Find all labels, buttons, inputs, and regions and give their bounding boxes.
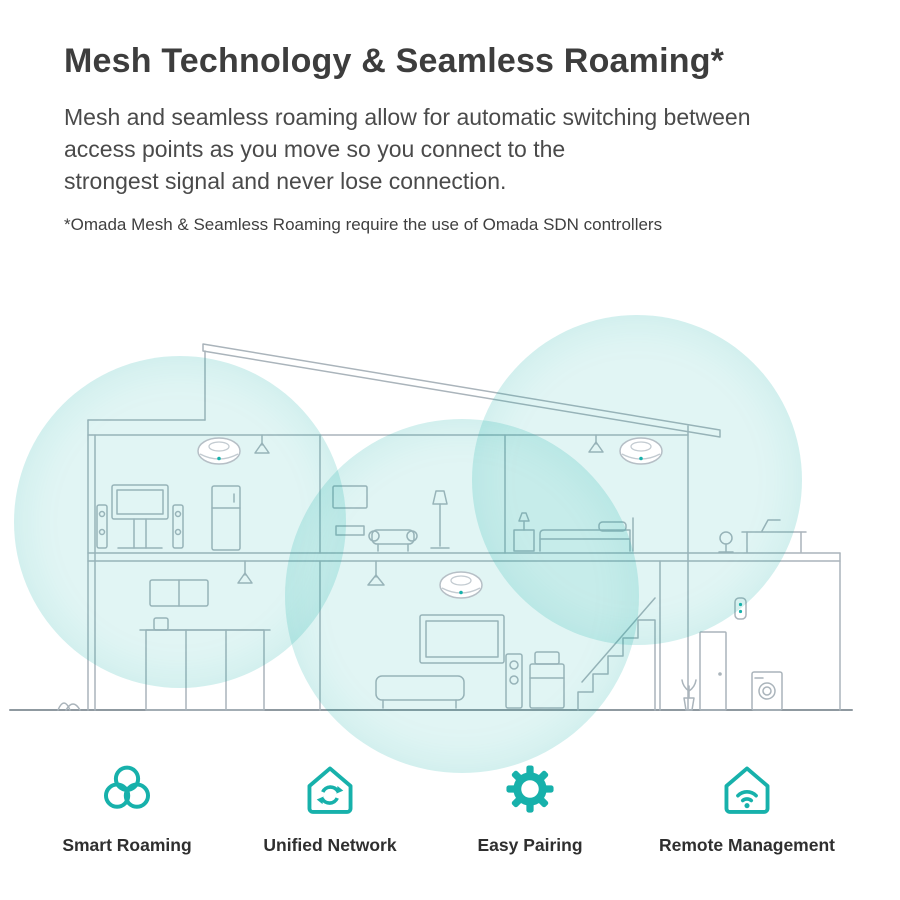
access-point-upper-left: [195, 434, 243, 470]
floor-lamp: [430, 490, 450, 549]
kitchen: [139, 560, 271, 711]
coverage-circle-right: [472, 315, 802, 645]
section-header: Mesh Technology & Seamless Roaming* Mesh…: [64, 42, 854, 235]
description-line: strongest signal and never lose connecti…: [64, 168, 507, 194]
washing-machine: [751, 671, 783, 711]
page-title: Mesh Technology & Seamless Roaming*: [64, 42, 725, 80]
description-line: access points as you move so you connect…: [64, 136, 566, 162]
house-coverage-diagram: [0, 280, 900, 780]
desk-and-chair: [718, 519, 807, 553]
access-point-lower-middle: [437, 568, 485, 604]
access-point-icon: [439, 571, 483, 599]
walls-and-floors: [87, 419, 841, 711]
pendant-lamp: [254, 434, 270, 454]
feature-unified-network: Unified Network: [220, 760, 440, 856]
tv-and-speakers: [96, 484, 184, 549]
fridge: [211, 485, 241, 551]
living-room: [367, 560, 565, 709]
access-point-icon: [619, 437, 663, 465]
armchair: [368, 529, 418, 552]
feature-label: Easy Pairing: [477, 835, 583, 855]
roaming-rings-icon: [98, 760, 156, 818]
feature-label: Smart Roaming: [62, 835, 192, 855]
footnote: *Omada Mesh & Seamless Roaming require t…: [64, 215, 663, 234]
house-wifi-icon: [718, 760, 776, 818]
feature-easy-pairing: Easy Pairing: [420, 760, 640, 856]
house-line-art: [9, 343, 853, 711]
wall-tv: [332, 485, 368, 536]
bedroom: [513, 434, 634, 552]
description-line: Mesh and seamless roaming allow for auto…: [64, 104, 751, 130]
roof: [87, 343, 721, 438]
door: [699, 631, 727, 711]
feature-label: Unified Network: [263, 835, 397, 855]
access-point-icon: [197, 437, 241, 465]
feature-remote-management: Remote Management: [637, 760, 857, 856]
plant: [681, 679, 697, 711]
house-sync-icon: [301, 760, 359, 818]
access-point-upper-right: [617, 434, 665, 470]
coverage-circle-left: [14, 356, 346, 688]
smart-wall-device: [734, 597, 747, 620]
staircase: [577, 597, 656, 711]
feature-smart-roaming: Smart Roaming: [17, 760, 237, 856]
feature-label: Remote Management: [658, 835, 835, 855]
section-description: Mesh and seamless roaming allow for auto…: [64, 101, 854, 197]
gear-icon: [501, 760, 559, 818]
